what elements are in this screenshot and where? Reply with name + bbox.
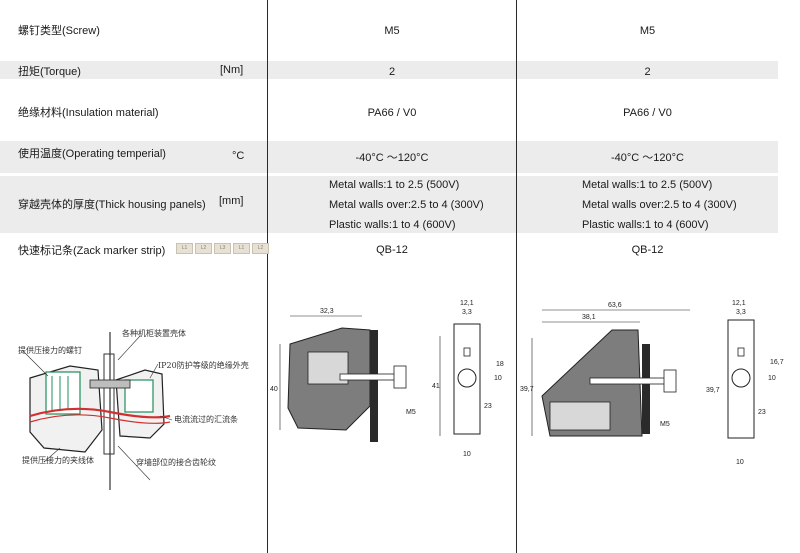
dim-screw: M5 xyxy=(660,421,670,428)
value-screw-col1: M5 xyxy=(384,25,400,37)
unit-torque: [Nm] xyxy=(220,64,244,76)
thickness-line-3: Plastic walls:1 to 4 (600V) xyxy=(329,219,456,231)
dim-top-width-2: 3,3 xyxy=(462,309,472,316)
column-divider-2 xyxy=(516,0,517,553)
marker-tag: L2 xyxy=(252,243,269,254)
label-temperature: 使用温度(Operating temperial) xyxy=(18,148,166,160)
value-insulation-col1: PA66 / V0 xyxy=(367,107,417,119)
dimension-drawing-2: 63,6 38,1 39,7 M5 12,1 3,3 39,7 16,7 10 … xyxy=(520,300,784,466)
dim-18: 18 xyxy=(496,361,504,368)
label-torque: 扭矩(Torque) xyxy=(18,66,81,78)
unit-temperature: °C xyxy=(232,150,245,162)
dim-width: 32,3 xyxy=(320,308,334,315)
thickness-line-1: Metal walls:1 to 2.5 (500V) xyxy=(329,179,460,191)
dim-bottom: 10 xyxy=(463,451,471,458)
dimension-drawing-1: 32,3 40 41 M5 12,1 3,3 18 10 23 10 xyxy=(270,300,504,458)
value-temperature-col1: -40°C ～120°C xyxy=(355,152,429,164)
value-thickness-col2: Metal walls:1 to 2.5 (500V) Metal walls … xyxy=(582,175,737,235)
dim-top-width: 12,1 xyxy=(460,300,474,307)
value-torque-col2: 2 xyxy=(644,66,651,78)
dim-top-width-2: 3,3 xyxy=(736,309,746,316)
value-marker-col1: QB-12 xyxy=(376,244,408,256)
thickness-line-3: Plastic walls:1 to 4 (600V) xyxy=(582,219,709,231)
column-divider-1 xyxy=(267,0,268,553)
dim-bottom: 10 xyxy=(736,459,744,466)
thickness-line-2: Metal walls over:2.5 to 4 (300V) xyxy=(582,199,737,211)
label-insulation: 绝缘材料(Insulation material) xyxy=(18,107,159,119)
dim-10: 10 xyxy=(768,375,776,382)
value-thickness-col1: Metal walls:1 to 2.5 (500V) Metal walls … xyxy=(329,175,484,235)
row-band-temperature xyxy=(0,141,778,173)
value-screw-col2: M5 xyxy=(639,25,656,37)
marker-tag: L1 xyxy=(233,243,250,254)
dim-height: 40 xyxy=(270,386,278,393)
value-torque-col1: 2 xyxy=(388,66,396,78)
value-insulation-col2: PA66 / V0 xyxy=(623,107,672,119)
marker-tag: L3 xyxy=(214,243,231,254)
dim-10: 10 xyxy=(494,375,502,382)
annotation-busbar: 电流流过的汇流条 xyxy=(174,414,238,424)
row-band-torque xyxy=(0,61,778,79)
label-screw: 螺钉类型(Screw) xyxy=(18,25,100,37)
annotation-ip20: IP20防护等级的绝缘外壳 xyxy=(158,360,249,370)
dim-top-width: 12,1 xyxy=(732,300,746,307)
row-band-thickness xyxy=(0,176,778,233)
annotation-housing: 各种机柜装置壳体 xyxy=(122,328,186,338)
label-thickness: 穿越壳体的厚度(Thick housing panels) xyxy=(18,199,206,211)
dim-23: 23 xyxy=(758,409,766,416)
dim-inner: 38,1 xyxy=(582,314,596,321)
marker-tag: L1 xyxy=(176,243,193,254)
label-marker-strip: 快速标记条(Zack marker strip) xyxy=(18,245,166,257)
dim-right-height: 39,7 xyxy=(706,387,720,394)
dim-16: 16,7 xyxy=(770,359,784,366)
cross-section-illustration: 提供压接力的螺钉 各种机柜装置壳体 IP20防护等级的绝缘外壳 电流流过的汇流条… xyxy=(18,328,249,490)
dim-height: 39,7 xyxy=(520,386,534,393)
annotation-screw: 提供压接力的螺钉 xyxy=(18,345,82,355)
unit-thickness: [mm] xyxy=(219,195,244,207)
annotation-clamp: 提供压接力的夹线体 xyxy=(22,455,94,465)
marker-strip-image: L1 L2 L3 L1 L2 xyxy=(176,243,269,254)
dim-right-height: 41 xyxy=(432,383,440,390)
annotation-gear: 穿墙部位的接合齿轮纹 xyxy=(136,457,216,467)
dim-screw: M5 xyxy=(406,409,416,416)
value-temperature-col2: -40°C ～120°C xyxy=(611,152,684,164)
dim-width: 63,6 xyxy=(608,302,622,309)
thickness-line-2: Metal walls over:2.5 to 4 (300V) xyxy=(329,199,484,211)
value-marker-col2: QB-12 xyxy=(631,244,664,256)
dim-23: 23 xyxy=(484,403,492,410)
thickness-line-1: Metal walls:1 to 2.5 (500V) xyxy=(582,179,713,191)
marker-tag: L2 xyxy=(195,243,212,254)
